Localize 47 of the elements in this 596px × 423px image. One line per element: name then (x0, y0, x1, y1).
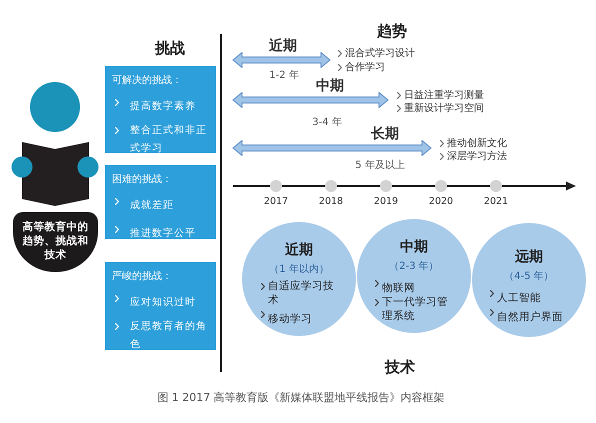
year-label: 2018 (318, 196, 344, 208)
list-item: 提高数字素养 (130, 100, 196, 114)
challenge-panel (105, 262, 216, 350)
time-range: （1 年以内） (269, 263, 329, 277)
section-heading: 趋势 (377, 22, 407, 40)
node-text: 高等教育中的趋势、挑战和技术 (22, 220, 90, 262)
year-label: 2021 (484, 196, 508, 208)
duration-label: 5 年及以上 (355, 158, 405, 172)
trend-item: 重新设计学习空间 (404, 102, 484, 114)
panel-heading: 可解决的挑战： (112, 74, 182, 88)
circle-title: 近期 (285, 241, 313, 259)
circle-title: 远期 (515, 248, 543, 266)
time-range: （2-3 年） (389, 260, 439, 274)
panel-heading: 严峻的挑战： (112, 270, 172, 284)
year-label: 2017 (264, 196, 288, 208)
list-item: 下一代学习管理系统 (382, 295, 449, 323)
list-item: 推进数字公平 (130, 226, 196, 241)
year-label: 2020 (428, 196, 454, 208)
list-item: 自然用户界面 (497, 310, 563, 324)
year-label: 2019 (374, 196, 398, 208)
period-label: 长期 (371, 126, 399, 142)
list-item: 成就差距 (130, 198, 174, 213)
panel-heading: 困难的挑战： (112, 173, 172, 187)
section-heading: 挑战 (155, 39, 185, 57)
challenge-panel (105, 66, 216, 153)
period-label: 中期 (316, 78, 344, 94)
list-item: 整合正式和非正式学习 (130, 124, 208, 156)
list-item: 反思教育者的角色 (130, 320, 208, 352)
list-item: 应对知识过时 (130, 296, 196, 310)
trend-item: 合作学习 (345, 60, 385, 74)
list-item: 人工智能 (497, 291, 541, 305)
trend-item: 日益注重学习测量 (404, 88, 484, 102)
period-label: 近期 (269, 38, 297, 54)
list-item: 自适应学习技术 (268, 279, 335, 307)
trend-item: 推动创新文化 (447, 136, 507, 150)
time-range: （4-5 年） (504, 270, 554, 284)
circle-title: 中期 (400, 238, 428, 256)
figure-caption: 图 1 2017 高等教育版《新媒体联盟地平线报告》内容框架 (157, 391, 445, 405)
trend-item: 深层学习方法 (447, 150, 507, 162)
section-heading: 技术 (385, 358, 415, 376)
duration-label: 3-4 年 (312, 116, 342, 128)
challenge-panel (105, 165, 216, 239)
label-shape (13, 212, 98, 272)
duration-label: 1-2 年 (269, 68, 299, 82)
list-item: 物联网 (382, 281, 415, 295)
list-item: 移动学习 (268, 312, 312, 326)
trend-item: 混合式学习设计 (345, 46, 415, 60)
